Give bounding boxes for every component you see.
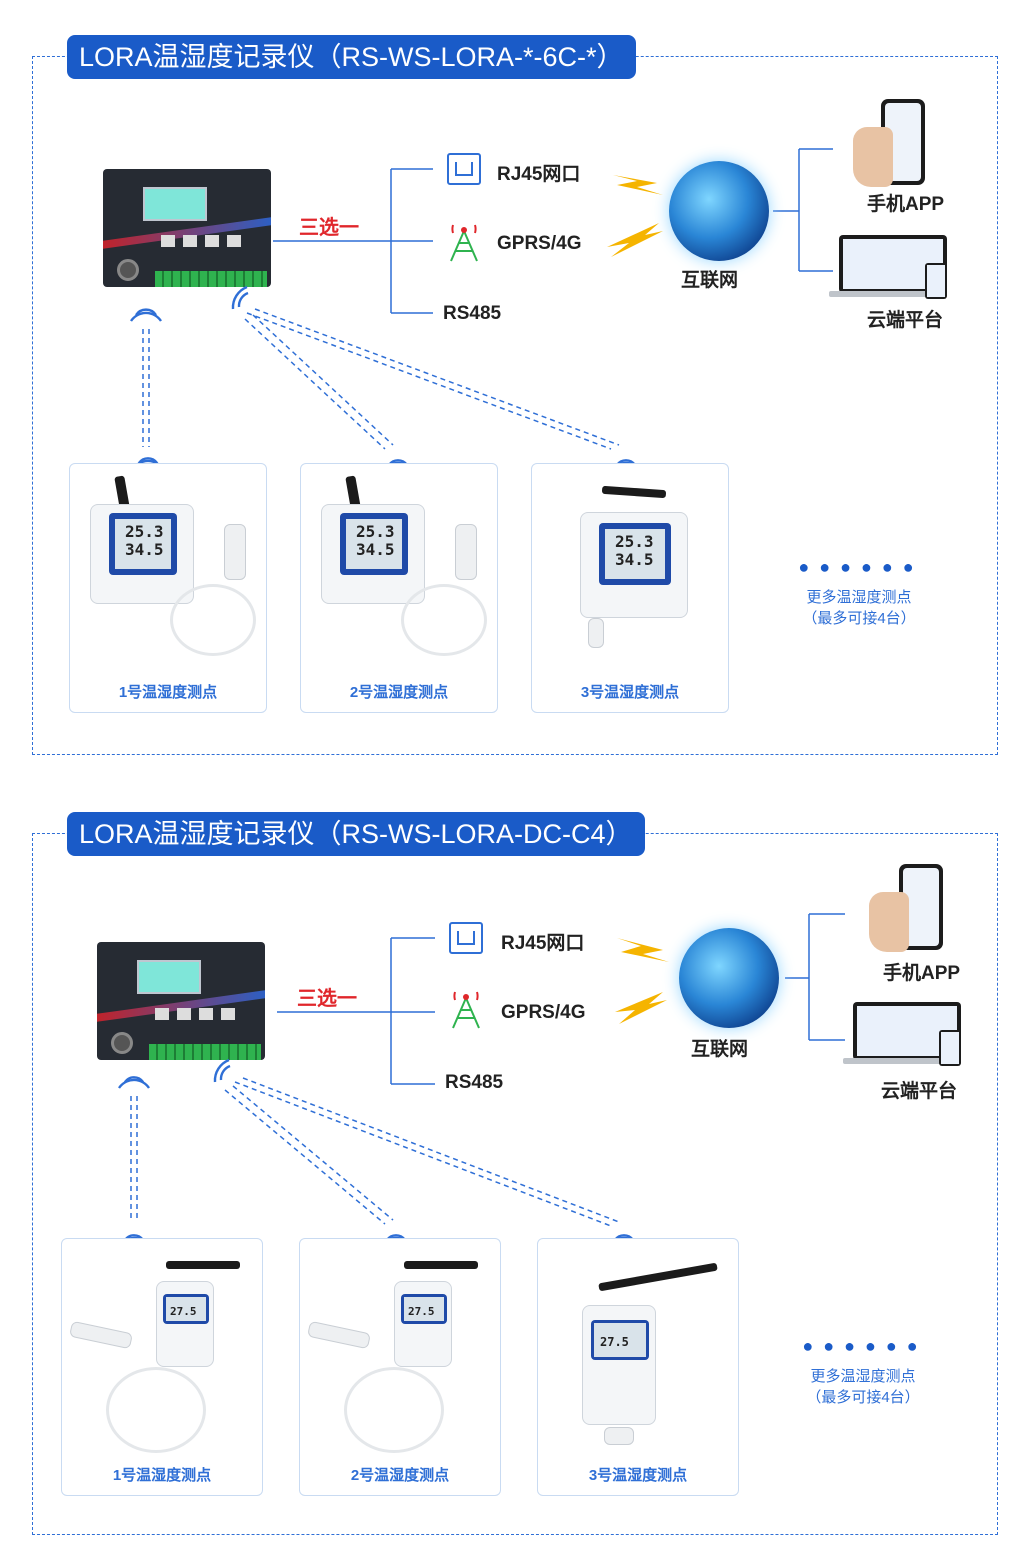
app-label: 手机APP (883, 963, 961, 984)
gprs-tower-icon (450, 224, 478, 262)
globe-icon (669, 161, 769, 261)
internet-label: 互联网 (681, 270, 739, 291)
node-label-1: 1号温湿度测点 (112, 1467, 212, 1484)
panel-title: LORA温湿度记录仪（RS-WS-LORA-DC-C4） (67, 812, 645, 856)
rs485-label: RS485 (445, 1072, 504, 1093)
wifi-signal-icon (130, 285, 642, 472)
lcd-hum: 34.5 (125, 540, 164, 559)
choose-one-label: 三选一 (299, 217, 359, 239)
more-dots: ●●●●●● (798, 557, 924, 577)
lcd-temp: 25.3 (356, 522, 395, 541)
node-label-2: 2号温湿度测点 (350, 1467, 450, 1484)
gprs-label: GPRS/4G (501, 1002, 586, 1023)
rj45-port-icon (449, 922, 483, 954)
choose-one-label: 三选一 (297, 988, 357, 1010)
rj45-label: RJ45网口 (497, 164, 581, 185)
lcd-temp: 25.3 (615, 532, 654, 551)
node-card-2: 27.5 2号温湿度测点 (299, 1238, 501, 1496)
node-label-3: 3号温湿度测点 (588, 1467, 688, 1484)
cloud-label: 云端平台 (867, 310, 944, 331)
rj45-label: RJ45网口 (501, 933, 585, 954)
app-label: 手机APP (867, 194, 945, 215)
cloud-label: 云端平台 (881, 1081, 958, 1102)
node-card-3: 27.5 3号温湿度测点 (537, 1238, 739, 1496)
lcd-temp: 27.5 (408, 1305, 435, 1318)
lcd-temp: 25.3 (125, 522, 164, 541)
panel-6c: LORA温湿度记录仪（RS-WS-LORA-*-6C-*） (32, 35, 998, 755)
more-nodes-note: 更多温湿度测点 （最多可接4台） (802, 589, 916, 627)
internet-label: 互联网 (691, 1039, 749, 1060)
gprs-tower-icon (452, 991, 480, 1029)
lightning-icon (615, 938, 669, 1024)
globe-icon (679, 928, 779, 1028)
host-controller (97, 942, 265, 1060)
panel-title: LORA温湿度记录仪（RS-WS-LORA-*-6C-*） (67, 35, 636, 79)
lightning-icon (607, 175, 663, 257)
panel-dc-c4: LORA温湿度记录仪（RS-WS-LORA-DC-C4） (32, 812, 998, 1535)
rs485-label: RS485 (443, 303, 502, 324)
gprs-label: GPRS/4G (497, 233, 582, 254)
node-label-3: 3号温湿度测点 (580, 684, 680, 701)
node-label-2: 2号温湿度测点 (349, 684, 449, 701)
lcd-hum: 34.5 (615, 550, 654, 569)
more-dots: ●●●●●● (802, 1336, 928, 1356)
lcd-temp: 27.5 (600, 1335, 629, 1349)
node-label-1: 1号温湿度测点 (118, 684, 218, 701)
more-nodes-note: 更多温湿度测点 （最多可接4台） (806, 1368, 920, 1406)
lcd-hum: 34.5 (356, 540, 395, 559)
host-controller (103, 169, 271, 287)
lcd-temp: 27.5 (170, 1305, 197, 1318)
connection-lines (118, 913, 845, 1247)
rj45-port-icon (447, 153, 481, 185)
node-card-1: 27.5 1号温湿度测点 (61, 1238, 263, 1496)
